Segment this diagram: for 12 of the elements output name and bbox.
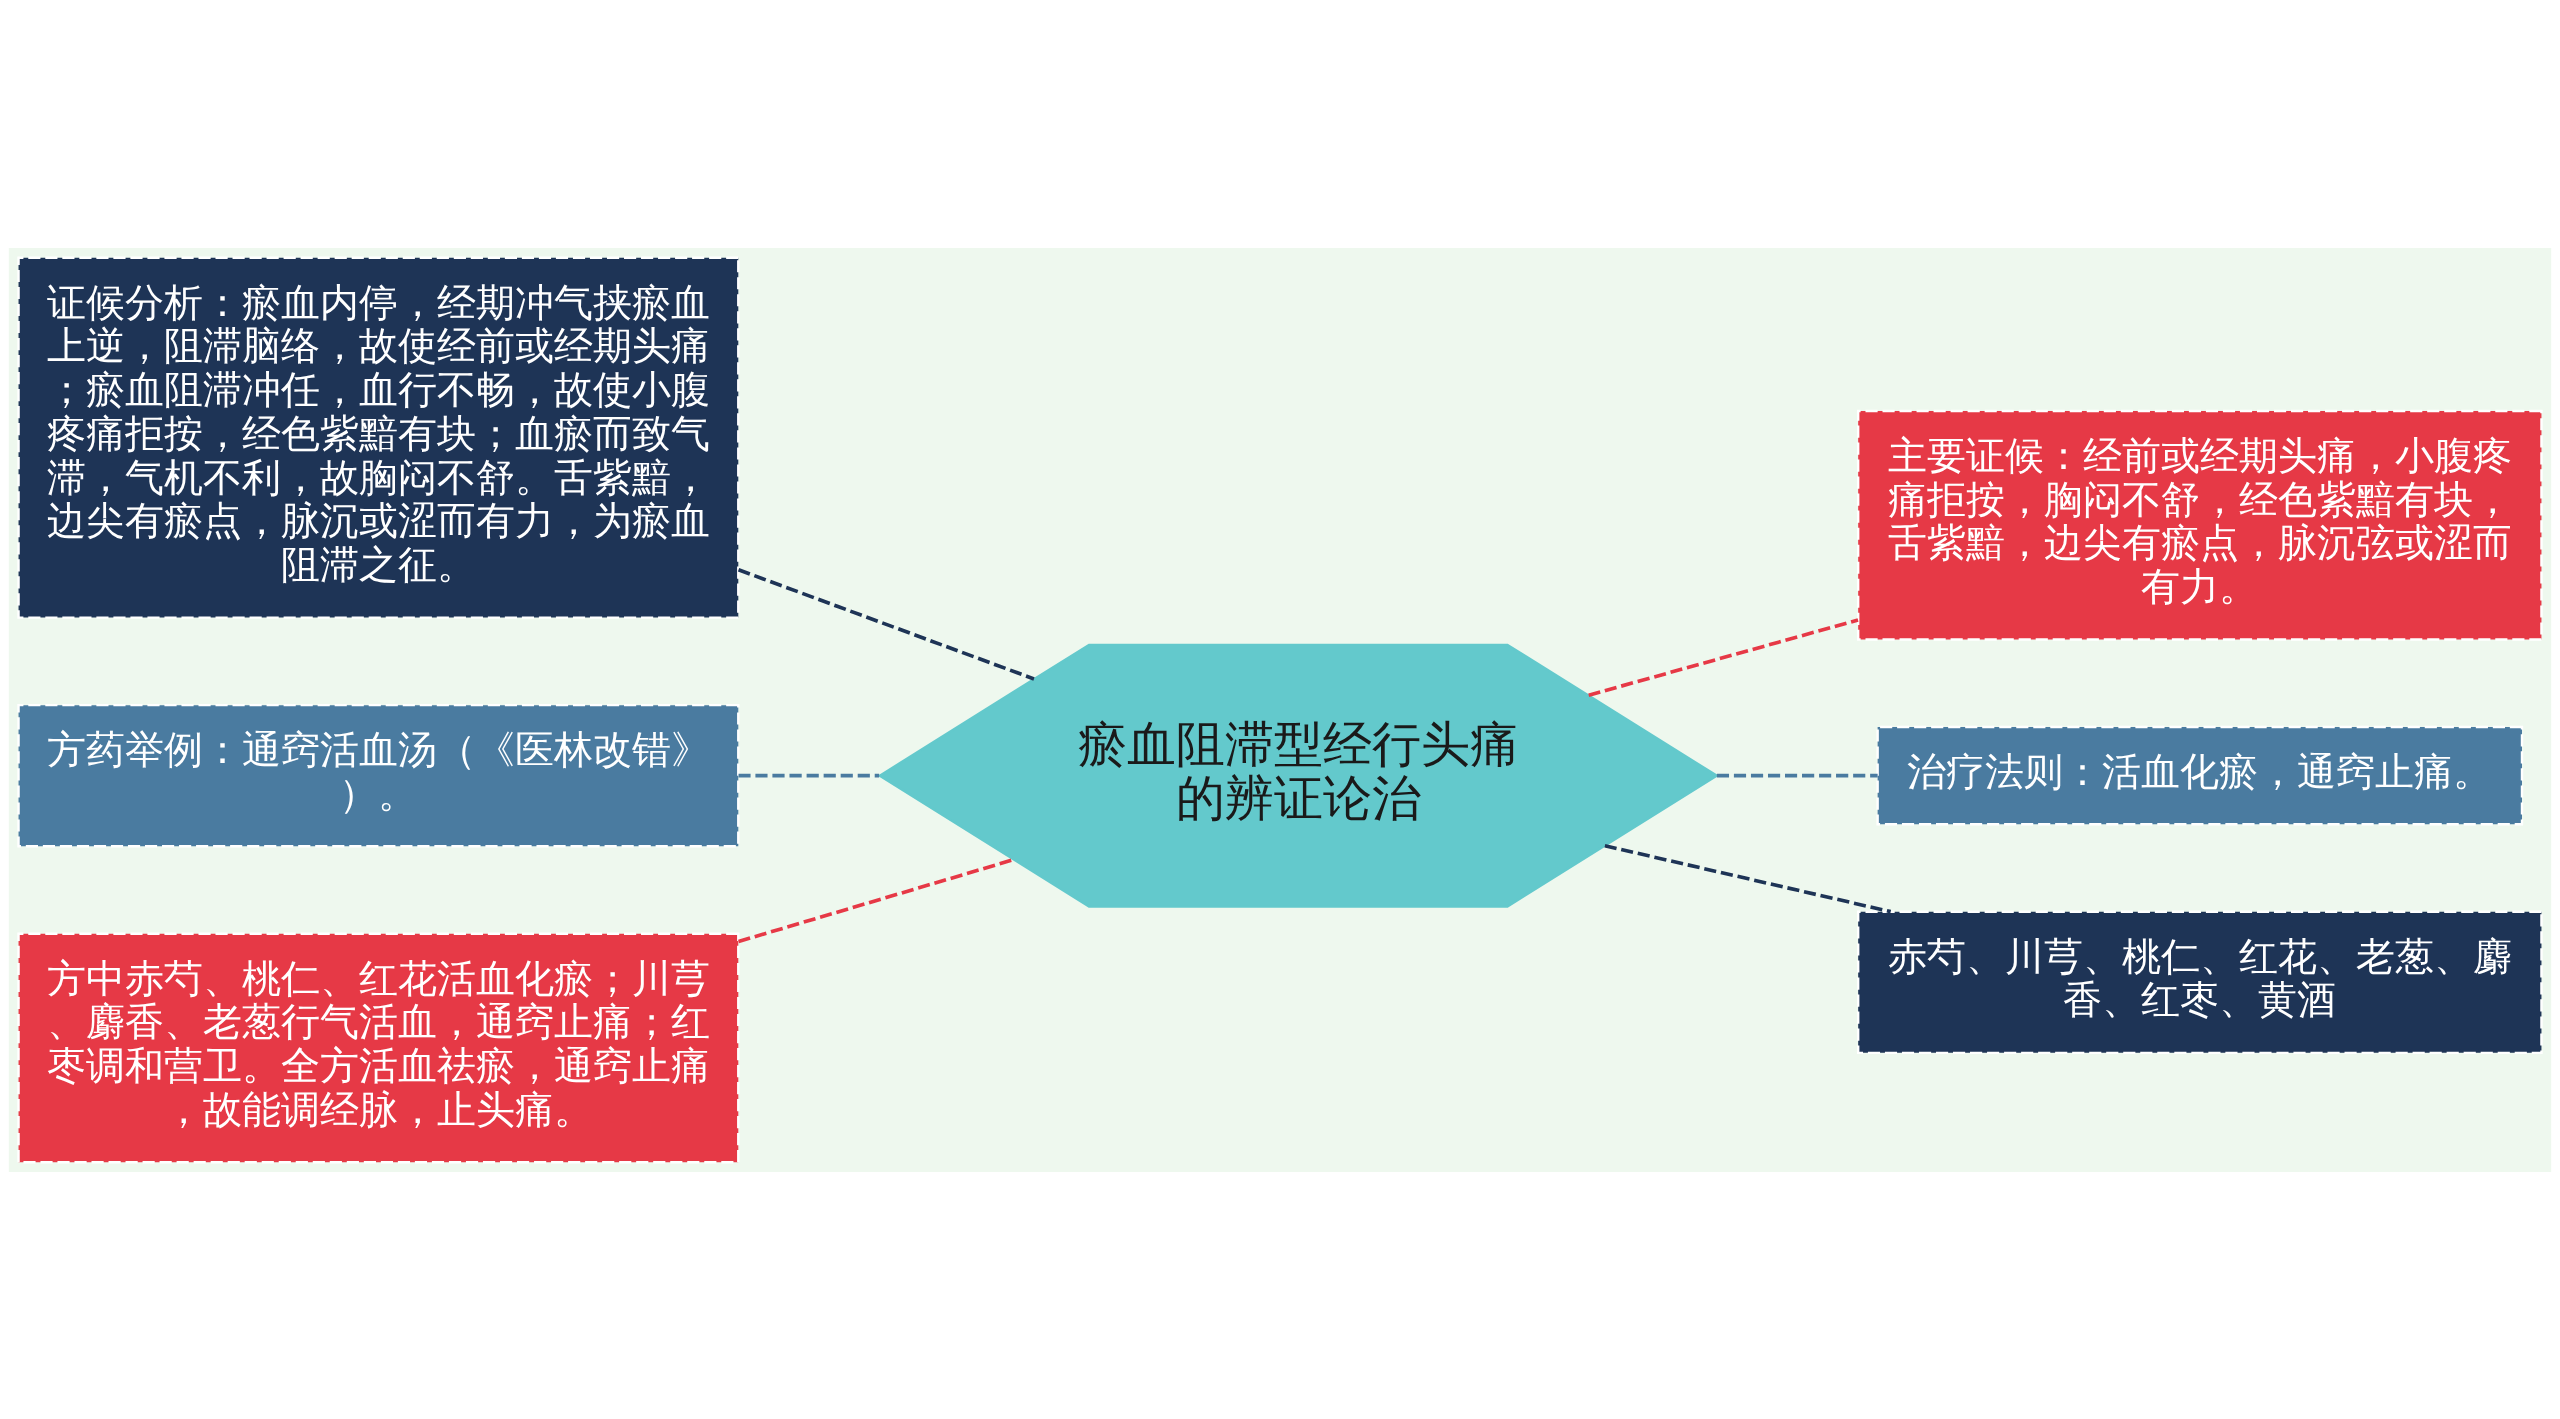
- node-box: 赤芍、川芎、桃仁、红花、老葱、麝香、红枣、黄酒: [1856, 910, 2543, 1054]
- connector: [1716, 773, 1878, 777]
- connector: [1588, 617, 1859, 697]
- node-box: 主要证候：经前或经期头痛，小腹疼痛拒按，胸闷不舒，经色紫黯有块，舌紫黯，边尖有瘀点，脉沉弦或涩而有力。: [1856, 409, 2543, 641]
- connector: [737, 567, 1035, 681]
- node-box: 证候分析：瘀血内停，经期冲气挟瘀血上逆，阻滞脑络，故使经前或经期头痛；瘀血阻滞冲任，血行不畅，故使小腹疼痛拒按，经色紫黯有块；血瘀而致气滞，气机不利，故胸闷不舒。舌紫黯，边尖有瘀点，脉沉或涩而有力，为瘀血阻滞之征。: [17, 256, 740, 619]
- node-box: 方药举例：通窍活血汤（《医林改错》）。: [17, 703, 740, 847]
- node-box: 治疗法则：活血化瘀，通窍止痛。: [1876, 725, 2524, 825]
- connector: [738, 773, 880, 777]
- connector: [738, 857, 1014, 943]
- node-box: 方中赤芍、桃仁、红花活血化瘀；川芎、麝香、老葱行气活血，通窍止痛；红枣调和营卫。全方活血祛瘀，通窍止痛，故能调经脉，止头痛。: [17, 932, 740, 1163]
- connector: [1604, 843, 1892, 913]
